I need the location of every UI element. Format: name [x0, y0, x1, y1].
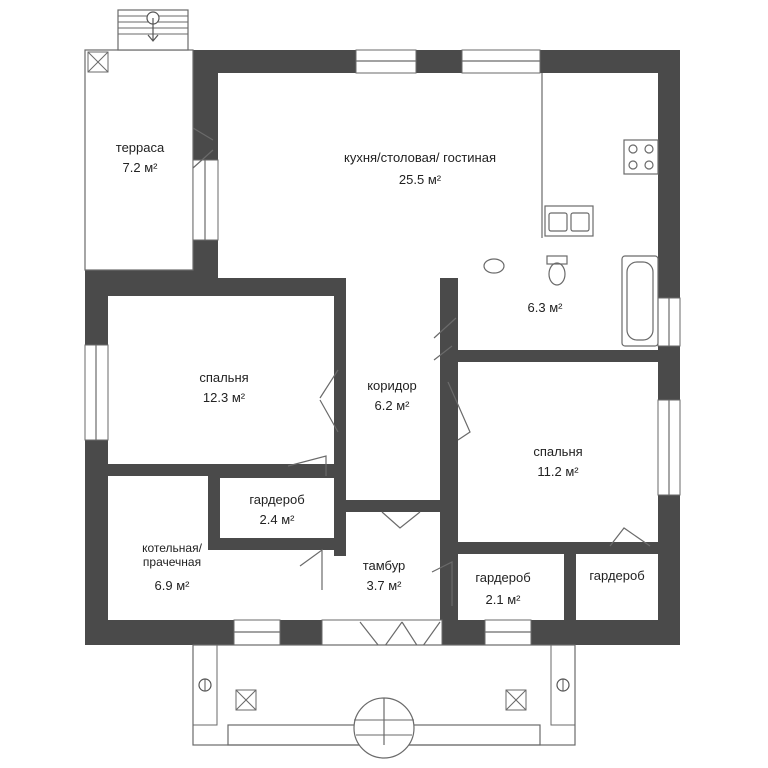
rooms: [108, 73, 658, 620]
terrace-deck: [84, 9, 194, 271]
wardrobe-3-room: [576, 554, 658, 620]
toilet-tank: [546, 255, 568, 265]
kitchen-area: 25.5 м²: [399, 172, 442, 187]
bedroom-left-name: спальня: [199, 370, 248, 385]
terrace-area: 7.2 м²: [123, 160, 159, 175]
vestibule-name: тамбур: [363, 558, 406, 573]
wardrobe-1-name: гардероб: [249, 492, 304, 507]
boiler-area: 6.9 м²: [155, 578, 191, 593]
boiler-room: [108, 476, 208, 620]
wardrobe-2-area: 2.1 м²: [486, 592, 522, 607]
boiler-room-ext: [208, 550, 334, 620]
kitchen-fixtures: [541, 73, 659, 238]
wardrobe-2-room: [458, 554, 564, 620]
corridor-area: 6.2 м²: [375, 398, 411, 413]
bathroom-room: [458, 256, 658, 350]
kitchen-name: кухня/столовая/ гостиная: [344, 150, 496, 165]
vestibule-room: [346, 512, 440, 620]
room-labels: терраса 7.2 м² кухня/столовая/ гостиная …: [116, 140, 645, 607]
doors: [192, 127, 651, 652]
bedroom-right-name: спальня: [533, 444, 582, 459]
boiler-name-2: прачечная: [143, 555, 201, 569]
corridor-room: [346, 278, 440, 500]
wardrobe-1-area: 2.4 м²: [260, 512, 296, 527]
windows: [84, 49, 681, 646]
bathroom-fixtures: [483, 255, 659, 347]
stove-icon: [623, 139, 659, 175]
bedroom-right-room: [458, 362, 658, 542]
vestibule-area: 3.7 м²: [367, 578, 403, 593]
wardrobe-2-name: гардероб: [475, 570, 530, 585]
kitchen-notch: [440, 238, 658, 248]
boiler-name-1: котельная/: [142, 541, 202, 555]
toilet-icon: [548, 262, 566, 286]
bedroom-left-area: 12.3 м²: [203, 390, 246, 405]
porch: [192, 644, 576, 759]
sink-icon: [544, 205, 594, 237]
bathtub-icon: [621, 255, 659, 347]
terrace-name: терраса: [116, 140, 165, 155]
bathroom-area: 6.3 м²: [528, 300, 564, 315]
bedroom-left-room: [108, 296, 334, 464]
corridor-name: коридор: [367, 378, 417, 393]
wardrobe-1-room: [220, 478, 334, 538]
entrance-opening: [321, 619, 443, 646]
wardrobe-3-name: гардероб: [589, 568, 644, 583]
bedroom-right-area: 11.2 м²: [537, 464, 579, 479]
washbasin-icon: [483, 258, 505, 274]
vestibule-ext: [320, 556, 350, 620]
